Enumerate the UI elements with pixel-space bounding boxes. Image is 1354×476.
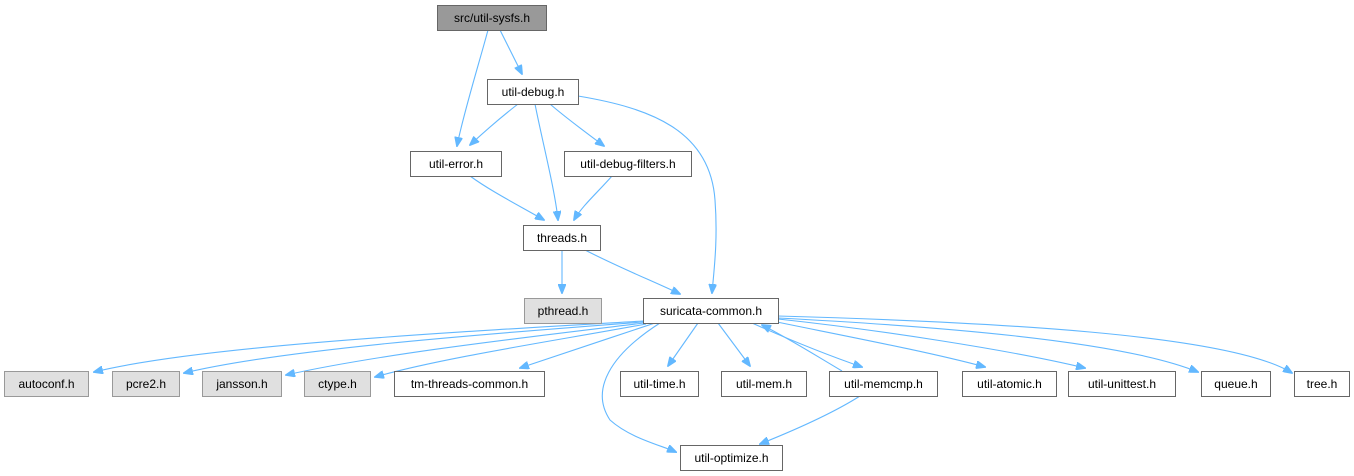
edge-suricata-common-to-autoconf [94, 320, 644, 372]
node-util-unittest[interactable]: util-unittest.h [1068, 371, 1176, 397]
node-label: util-error.h [429, 157, 483, 171]
node-box [410, 151, 502, 177]
node-box [524, 298, 602, 324]
node-box [620, 371, 699, 397]
node-label: tree.h [1307, 377, 1338, 391]
node-util-debug-filters[interactable]: util-debug-filters.h [564, 151, 692, 177]
node-box [962, 371, 1057, 397]
node-pcre2: pcre2.h [112, 371, 180, 397]
edge-suricata-common-to-tree [777, 315, 1292, 373]
edge-suricata-common-to-util-time [668, 322, 699, 366]
edge-util-debug-to-util-debug-filters [549, 103, 604, 146]
edge-util-debug-to-util-error [470, 103, 519, 145]
node-label: util-mem.h [736, 377, 792, 391]
node-label: ctype.h [318, 377, 357, 391]
nodes-layer: src/util-sysfs.h util-debug.h util-error.h… [4, 5, 1350, 471]
node-util-time[interactable]: util-time.h [620, 371, 699, 397]
node-box [112, 371, 180, 397]
edge-suricata-common-to-util-memcmp [751, 322, 862, 367]
node-label: util-unittest.h [1088, 377, 1156, 391]
node-box [523, 225, 601, 251]
node-label: util-debug-filters.h [580, 157, 675, 171]
node-box [487, 79, 579, 105]
edge-util-sysfs-to-util-error [457, 29, 489, 146]
node-box [202, 371, 282, 397]
edge-suricata-common-to-jansson [286, 322, 645, 375]
node-box [829, 371, 938, 397]
node-label: util-time.h [633, 377, 685, 391]
node-label: util-debug.h [502, 85, 565, 99]
edge-util-sysfs-to-util-debug [499, 29, 522, 74]
node-threads[interactable]: threads.h [523, 225, 601, 251]
node-box [1201, 371, 1271, 397]
node-label: pthread.h [538, 304, 589, 318]
node-ctype: ctype.h [304, 371, 371, 397]
edge-util-debug-to-threads [534, 103, 558, 220]
node-util-atomic[interactable]: util-atomic.h [962, 371, 1057, 397]
node-util-sysfs[interactable]: src/util-sysfs.h [437, 5, 547, 31]
node-box [1294, 371, 1350, 397]
edge-suricata-common-to-util-optimize [601, 322, 676, 452]
edge-suricata-common-to-queue [777, 317, 1198, 372]
node-tree[interactable]: tree.h [1294, 371, 1350, 397]
node-box [643, 298, 779, 324]
node-label: suricata-common.h [660, 304, 762, 318]
edge-suricata-common-to-tm-threads-common [520, 322, 656, 368]
edge-util-debug-filters-to-threads [574, 175, 613, 220]
node-util-error[interactable]: util-error.h [410, 151, 502, 177]
node-box [394, 371, 545, 397]
node-box [437, 5, 547, 31]
node-label: util-optimize.h [694, 451, 768, 465]
node-box [4, 371, 89, 397]
node-label: util-memcmp.h [844, 377, 923, 391]
edge-suricata-common-to-ctype [375, 323, 647, 377]
edge-suricata-common-to-pcre2 [184, 321, 644, 373]
node-util-memcmp[interactable]: util-memcmp.h [829, 371, 938, 397]
edge-util-debug-to-suricata-common [577, 95, 716, 293]
edge-util-memcmp-to-suricata-common [762, 325, 843, 372]
node-tm-threads-common[interactable]: tm-threads-common.h [394, 371, 545, 397]
node-label: jansson.h [215, 377, 267, 391]
node-queue[interactable]: queue.h [1201, 371, 1271, 397]
edge-suricata-common-to-util-atomic [771, 320, 985, 367]
node-util-mem[interactable]: util-mem.h [721, 371, 807, 397]
node-label: src/util-sysfs.h [454, 11, 530, 25]
edges-layer [94, 29, 1292, 452]
node-label: pcre2.h [126, 377, 166, 391]
node-box [680, 445, 783, 471]
node-autoconf: autoconf.h [4, 371, 89, 397]
node-label: tm-threads-common.h [411, 377, 528, 391]
node-box [721, 371, 807, 397]
node-suricata-common[interactable]: suricata-common.h [643, 298, 779, 324]
node-pthread: pthread.h [524, 298, 602, 324]
node-label: threads.h [537, 231, 587, 245]
edge-util-memcmp-to-util-optimize [760, 395, 861, 444]
edge-suricata-common-to-util-mem [717, 322, 750, 366]
node-util-optimize[interactable]: util-optimize.h [680, 445, 783, 471]
edge-threads-to-suricata-common [584, 249, 680, 294]
node-jansson: jansson.h [202, 371, 282, 397]
edge-util-error-to-threads [469, 175, 544, 220]
node-box [1068, 371, 1176, 397]
node-label: util-atomic.h [977, 377, 1042, 391]
node-util-debug[interactable]: util-debug.h [487, 79, 579, 105]
node-box [304, 371, 371, 397]
node-label: autoconf.h [18, 377, 74, 391]
edge-suricata-common-to-util-unittest [777, 318, 1085, 368]
node-box [564, 151, 692, 177]
node-label: queue.h [1214, 377, 1257, 391]
